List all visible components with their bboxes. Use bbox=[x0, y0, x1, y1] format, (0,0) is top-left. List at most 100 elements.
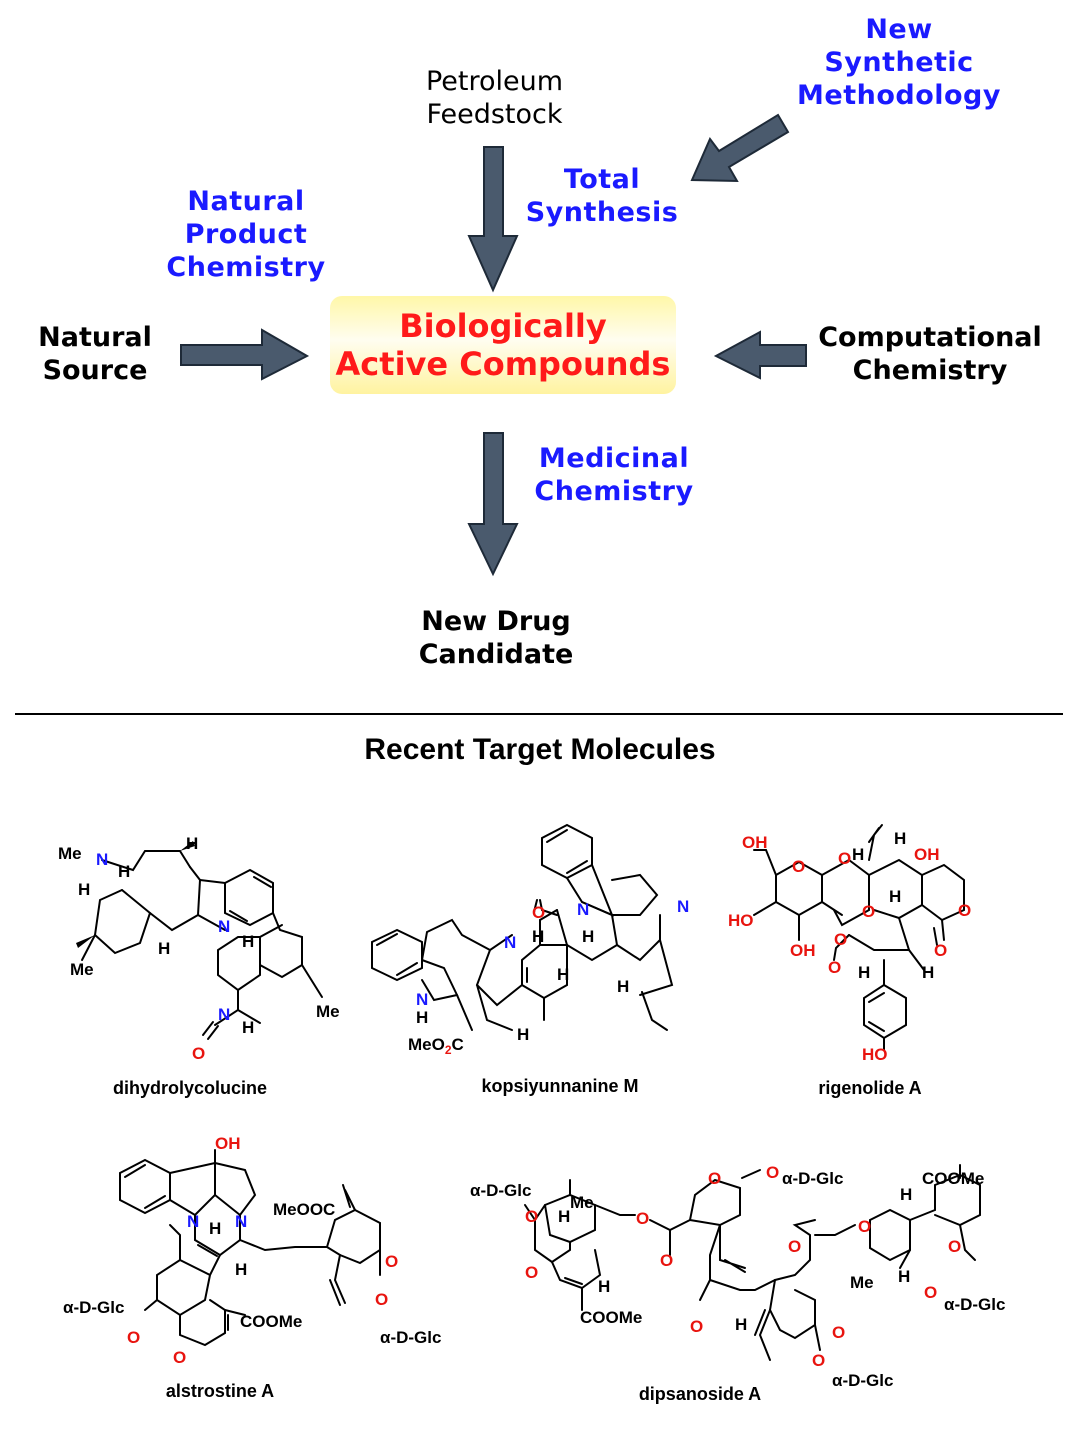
atom-h: H bbox=[532, 927, 544, 946]
atom-coome: COOMe bbox=[580, 1308, 642, 1327]
arrow-medicinal-down bbox=[467, 432, 519, 577]
atom-h: H bbox=[118, 862, 130, 881]
atom-h: H bbox=[557, 965, 569, 984]
atom-o: O bbox=[708, 1169, 721, 1188]
arrow-natural-source-right bbox=[180, 328, 310, 381]
node-computational-chemistry: Computational Chemistry bbox=[818, 322, 1042, 386]
atom-o: O bbox=[788, 1237, 801, 1256]
molecule-name-dihydrolycolucine: dihydrolycolucine bbox=[112, 1078, 268, 1098]
atom-me: Me bbox=[850, 1273, 874, 1292]
atom-o: O bbox=[660, 1251, 673, 1270]
atom-o: O bbox=[838, 849, 851, 868]
atom-h: H bbox=[735, 1315, 747, 1334]
molecule-dipsanoside-a: α-D-Glc O H Me O H COOMe O O O O α-D-Glc… bbox=[470, 1163, 1005, 1390]
atom-o: O bbox=[792, 857, 805, 876]
node-medicinal-chemistry: Medicinal Chemistry bbox=[534, 443, 694, 507]
atom-n: N bbox=[218, 917, 230, 936]
atom-o: O bbox=[525, 1207, 538, 1226]
molecule-name-rigenolide-a: rigenolide A bbox=[818, 1078, 922, 1098]
atom-n: N bbox=[218, 1005, 230, 1024]
atom-ho: HO bbox=[728, 911, 754, 930]
atom-o: O bbox=[192, 1044, 205, 1063]
atom-o: O bbox=[862, 902, 875, 921]
atom-meooc: MeOOC bbox=[273, 1200, 335, 1219]
atom-oh: OH bbox=[215, 1134, 241, 1153]
atom-meo2c: MeO2C bbox=[408, 1035, 464, 1057]
atom-ho: HO bbox=[862, 1045, 888, 1064]
molecule-name-dipsanoside-a: dipsanoside A bbox=[638, 1384, 762, 1404]
molecule-name-alstrostine-a: alstrostine A bbox=[165, 1381, 275, 1401]
atom-h: H bbox=[852, 845, 864, 864]
arrow-computational-left bbox=[713, 330, 807, 380]
atom-coome: COOMe bbox=[922, 1169, 984, 1188]
atom-o: O bbox=[375, 1290, 388, 1309]
arrow-methodology-diagonal bbox=[690, 113, 790, 183]
atom-o: O bbox=[924, 1283, 937, 1302]
atom-h: H bbox=[242, 932, 254, 951]
atom-h: H bbox=[598, 1277, 610, 1296]
molecule-name-kopsiyunnanine-m: kopsiyunnanine M bbox=[481, 1076, 639, 1096]
atom-h: H bbox=[894, 829, 906, 848]
atom-o: O bbox=[173, 1348, 186, 1367]
atom-o: O bbox=[948, 1237, 961, 1256]
atom-glc: α-D-Glc bbox=[782, 1169, 843, 1188]
atom-o: O bbox=[385, 1252, 398, 1271]
atom-oh: OH bbox=[914, 845, 940, 864]
molecule-dihydrolycolucine: Me N H H H H N H N H Me Me O bbox=[58, 834, 340, 1063]
atom-h: H bbox=[242, 1018, 254, 1037]
node-petroleum: Petroleum Feedstock bbox=[425, 66, 564, 130]
atom-o: O bbox=[127, 1328, 140, 1347]
atom-h: H bbox=[416, 1008, 428, 1027]
center-box: Biologically Active Compounds bbox=[330, 296, 676, 394]
atom-h: H bbox=[209, 1219, 221, 1238]
atom-o: O bbox=[958, 901, 971, 920]
atom-h: H bbox=[582, 927, 594, 946]
atom-h: H bbox=[235, 1260, 247, 1279]
node-natural-source: Natural Source bbox=[38, 322, 152, 386]
atom-h: H bbox=[900, 1185, 912, 1204]
node-new-drug-candidate: New Drug Candidate bbox=[418, 606, 574, 670]
section-title: Recent Target Molecules bbox=[364, 733, 716, 766]
atom-h: H bbox=[186, 834, 198, 853]
atom-h: H bbox=[889, 887, 901, 906]
node-natural-product-chemistry: Natural Product Chemistry bbox=[166, 186, 326, 283]
atom-n: N bbox=[235, 1212, 247, 1231]
atom-o: O bbox=[812, 1351, 825, 1370]
atom-h: H bbox=[158, 939, 170, 958]
section-divider bbox=[15, 713, 1063, 715]
atom-h: H bbox=[517, 1025, 529, 1044]
atom-o: O bbox=[525, 1263, 538, 1282]
atom-me: Me bbox=[70, 960, 94, 979]
molecule-alstrostine-a: OH N H N H MeOOC O O α-D-Glc α-D-Glc O O… bbox=[63, 1134, 441, 1367]
atom-n: N bbox=[96, 850, 108, 869]
atom-n: N bbox=[416, 990, 428, 1009]
molecule-kopsiyunnanine-m: N O N N H H H H H N H MeO2C bbox=[371, 823, 689, 1057]
atom-o: O bbox=[690, 1317, 703, 1336]
atom-oh: OH bbox=[742, 833, 768, 852]
atom-glc: α-D-Glc bbox=[63, 1298, 124, 1317]
atom-n: N bbox=[187, 1212, 199, 1231]
atom-h: H bbox=[558, 1207, 570, 1226]
atom-n: N bbox=[577, 900, 589, 919]
atom-glc: α-D-Glc bbox=[832, 1371, 893, 1390]
atom-o: O bbox=[934, 941, 947, 960]
atom-o: O bbox=[532, 903, 545, 922]
atom-glc: α-D-Glc bbox=[380, 1328, 441, 1347]
atom-n: N bbox=[677, 897, 689, 916]
molecule-rigenolide-a: OH O HO OH O H H OH O H O O O O H H HO bbox=[728, 824, 971, 1064]
node-biologically-active: Biologically Active Compounds bbox=[335, 306, 671, 383]
atom-n: N bbox=[504, 933, 516, 952]
atom-o: O bbox=[858, 1217, 871, 1236]
arrow-petroleum-down bbox=[467, 146, 519, 293]
atom-o: O bbox=[828, 958, 841, 977]
atom-h: H bbox=[617, 977, 629, 996]
atom-h: H bbox=[922, 963, 934, 982]
atom-glc: α-D-Glc bbox=[944, 1295, 1005, 1314]
atom-glc: α-D-Glc bbox=[470, 1181, 531, 1200]
atom-o: O bbox=[636, 1209, 649, 1228]
atom-o: O bbox=[766, 1163, 779, 1182]
atom-me: Me bbox=[58, 844, 82, 863]
atom-oh: OH bbox=[790, 941, 816, 960]
atom-me: Me bbox=[570, 1193, 594, 1212]
atom-coome: COOMe bbox=[240, 1312, 302, 1331]
